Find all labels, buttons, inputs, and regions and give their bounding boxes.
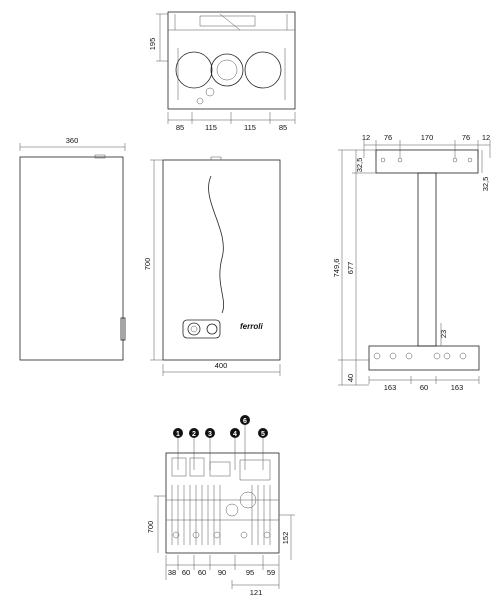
bottom-width-3: 60	[198, 568, 206, 577]
bracket-left-2: 749,6	[332, 259, 341, 278]
top-width-4: 85	[279, 123, 287, 132]
bracket-right-2: 23	[439, 330, 448, 338]
top-width-3: 115	[244, 123, 256, 132]
bracket-bottom-1: 163	[384, 383, 397, 392]
top-width-2: 115	[205, 123, 217, 132]
svg-text:3: 3	[208, 431, 212, 438]
bottom-width-5: 95	[246, 568, 254, 577]
bracket-left-3: 677	[346, 262, 355, 275]
svg-text:4: 4	[233, 431, 237, 438]
front-view: ferroli 700 400	[143, 156, 281, 376]
bracket-top-3: 170	[421, 133, 434, 142]
bracket-right-1: 32,5	[481, 177, 490, 192]
bottom-width-4: 90	[218, 568, 226, 577]
svg-text:2: 2	[192, 431, 196, 438]
brand-logo: ferroli	[240, 322, 263, 331]
connection-badge-1: 1	[173, 428, 183, 438]
bracket-top-2: 76	[384, 133, 392, 142]
bottom-width-2: 60	[182, 568, 190, 577]
bracket-top-4: 76	[462, 133, 470, 142]
svg-text:6: 6	[243, 418, 247, 425]
connection-badge-3: 3	[205, 428, 215, 438]
connection-badge-5: 5	[258, 428, 268, 438]
top-width-1: 85	[176, 123, 184, 132]
bracket-bottom-2: 60	[420, 383, 428, 392]
bracket-view: 12 76 170 76 12 32,5 749,6 677 40 32,5	[332, 133, 491, 392]
bottom-height-label: 700	[146, 521, 155, 534]
front-width-label: 400	[215, 361, 228, 370]
connection-badge-4: 4	[230, 428, 240, 438]
bottom-right-offset-label: 152	[281, 532, 290, 545]
bracket-top-1: 12	[362, 133, 370, 142]
front-height-label: 700	[143, 258, 152, 271]
top-view: 195 85 115 115 85	[148, 11, 296, 132]
bottom-width-6: 59	[267, 568, 275, 577]
side-view: 360	[19, 136, 126, 361]
bracket-left-1: 32,5	[355, 158, 364, 173]
svg-text:1: 1	[176, 431, 180, 438]
bottom-view: 1 2 3 4 5 6 700	[146, 415, 295, 597]
bracket-top-5: 12	[482, 133, 490, 142]
bottom-width-1: 38	[168, 568, 176, 577]
connection-badge-2: 2	[189, 428, 199, 438]
bracket-left-4: 40	[346, 374, 355, 382]
side-depth-label: 360	[66, 136, 79, 145]
svg-text:5: 5	[261, 431, 265, 438]
connection-badge-6: 6	[240, 415, 250, 425]
bottom-lower-label: 121	[250, 588, 263, 597]
bracket-bottom-3: 163	[451, 383, 464, 392]
top-depth-label: 195	[148, 38, 157, 51]
